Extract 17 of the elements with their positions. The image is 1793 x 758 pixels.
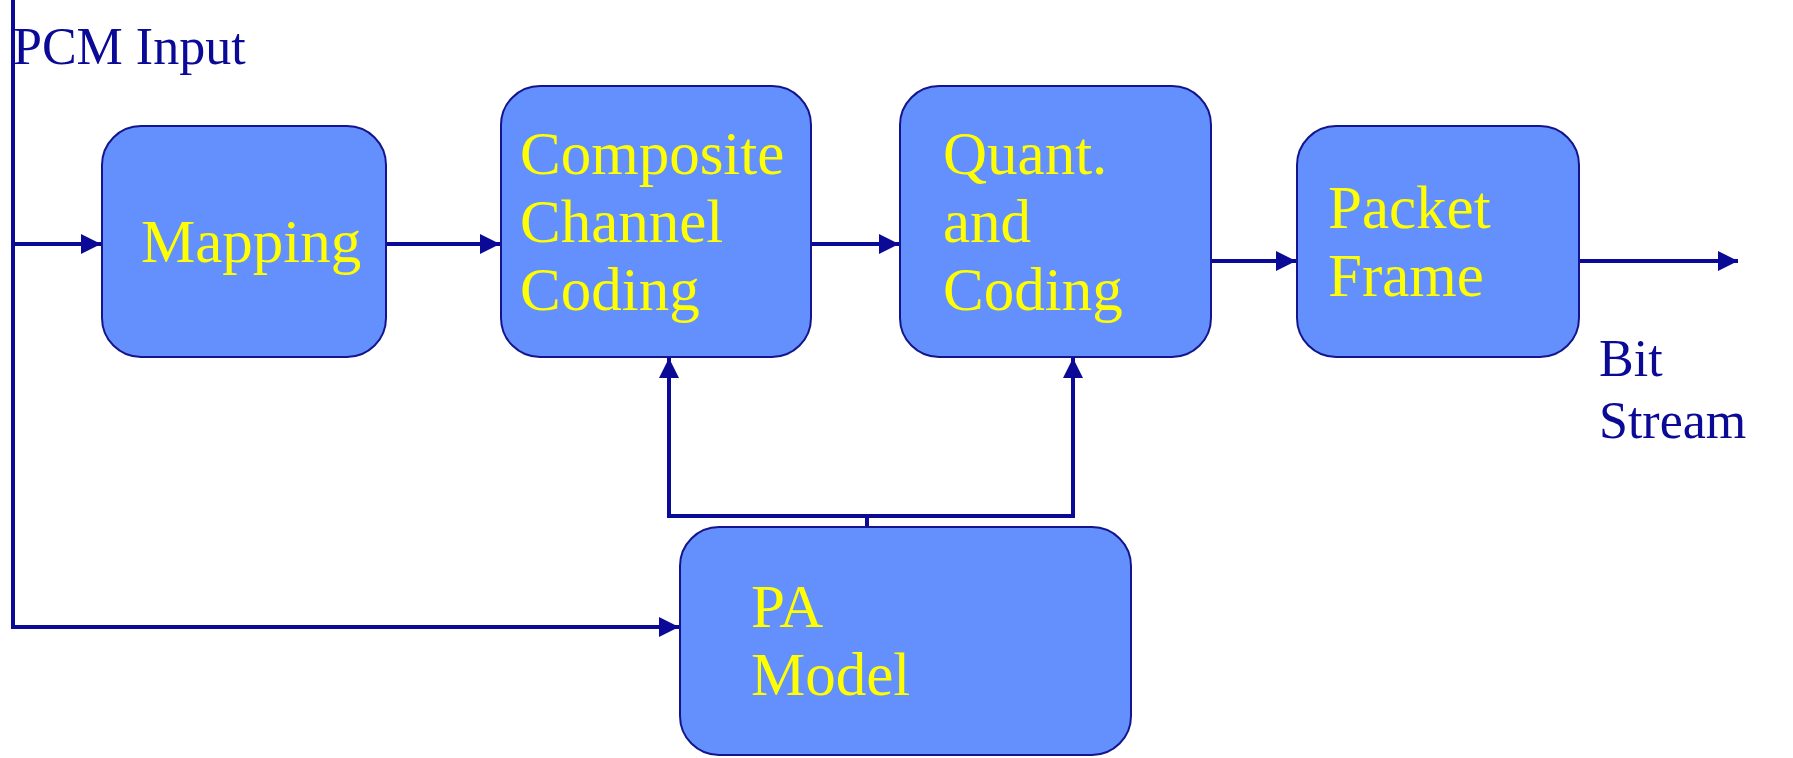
- box-label: PA Model: [751, 573, 912, 709]
- output-label: Bit Stream: [1599, 329, 1748, 451]
- arrow: [387, 234, 500, 254]
- box-label: Composite Channel Coding: [520, 119, 786, 324]
- arrow: [812, 234, 899, 254]
- process-box: [500, 85, 812, 358]
- process-box: [1296, 125, 1580, 358]
- box-label: Mapping: [141, 207, 362, 276]
- arrow: [1580, 251, 1738, 271]
- process-box: [101, 125, 387, 358]
- process-box: [899, 85, 1212, 358]
- process-box: [679, 526, 1132, 756]
- input-label: PCM Input: [13, 18, 343, 78]
- arrow: [11, 0, 679, 637]
- box-label: Packet Frame: [1328, 173, 1492, 310]
- arrow: [1212, 251, 1296, 271]
- box-label: Quant. and Coding: [943, 119, 1124, 324]
